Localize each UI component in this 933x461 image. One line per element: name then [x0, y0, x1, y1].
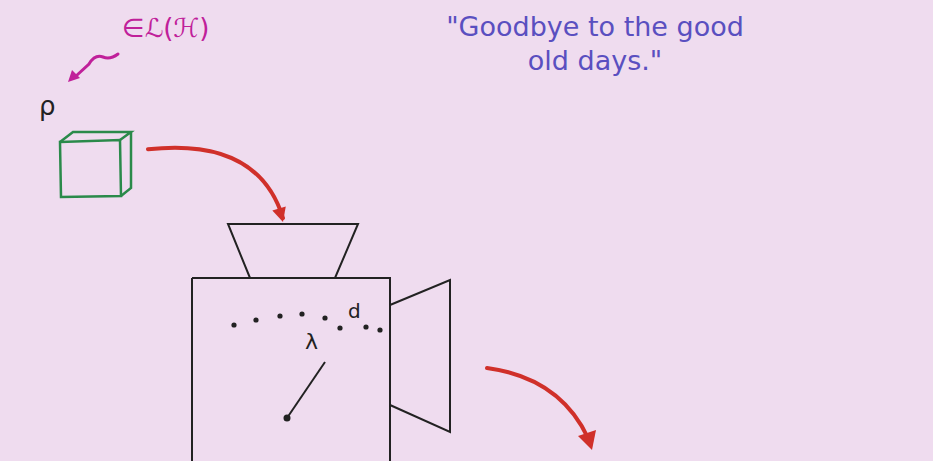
output-arrowhead [578, 430, 596, 450]
dial-dot [322, 315, 327, 320]
dial-dot [377, 327, 382, 332]
dial-dot [299, 311, 304, 316]
state-cube: ρ [35, 92, 140, 202]
cube-edges [60, 132, 131, 196]
dial-dot [253, 317, 258, 322]
shape-outline [190, 222, 455, 461]
dial-dot [277, 313, 282, 318]
cube-front [60, 140, 121, 197]
pointer-arrow [76, 54, 118, 76]
machine-body [192, 278, 390, 461]
dial-label: d [348, 300, 361, 322]
dial-dot [231, 322, 236, 327]
dial-dot [363, 324, 368, 329]
flow-line [148, 148, 283, 218]
arrowhead [272, 207, 285, 222]
dial-dot [337, 325, 342, 330]
dial-needle [287, 362, 325, 418]
measuring-machine: dλ [190, 222, 455, 461]
input-funnel [228, 224, 358, 278]
needle-pivot [284, 415, 291, 422]
needle-label: λ [305, 330, 318, 354]
flow-arrow [148, 148, 286, 222]
state-symbol: ρ [39, 92, 56, 121]
output-arrow [487, 368, 588, 438]
quote-note: "Goodbye to the good old days." [445, 10, 745, 78]
pointer-arrowhead [68, 70, 80, 82]
space-annotation: ∈ℒ(ℋ) [122, 12, 209, 45]
output-cone [390, 280, 450, 432]
